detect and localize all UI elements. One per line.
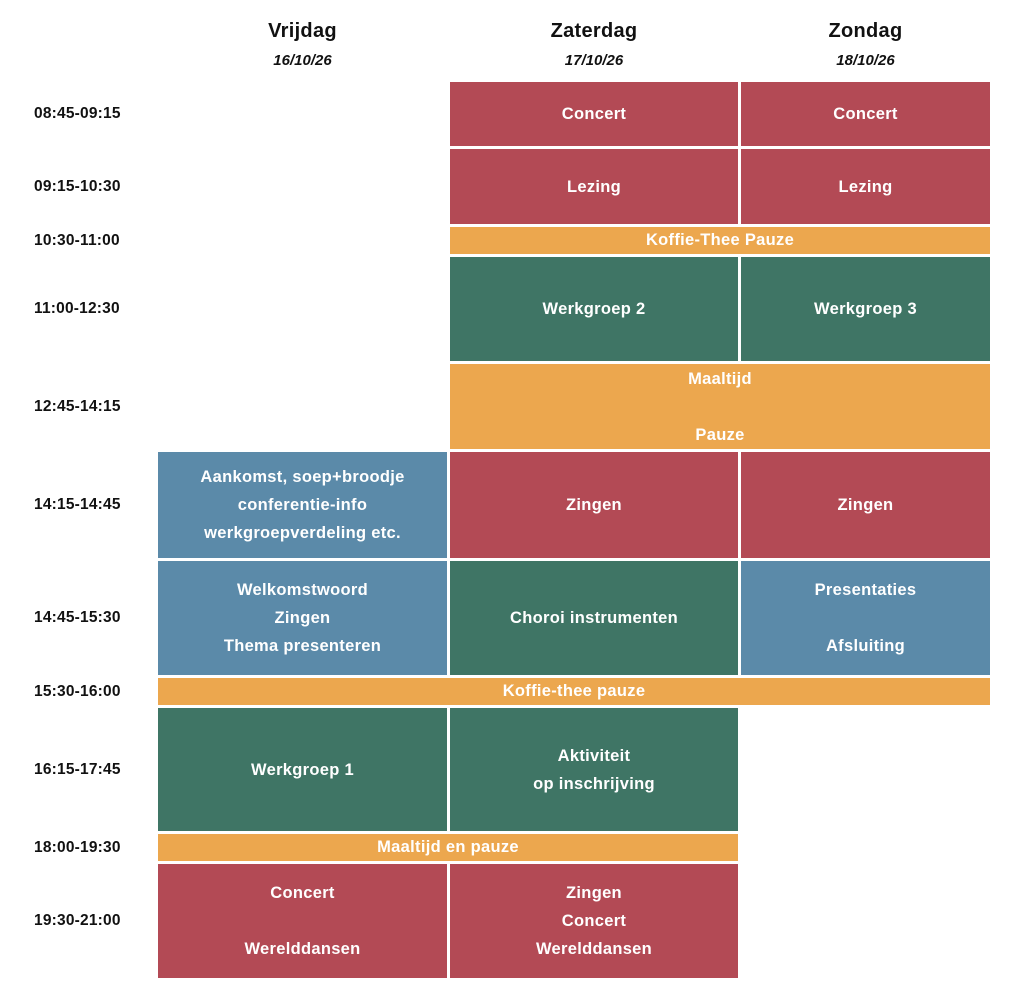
day-date: 16/10/26 [273, 52, 332, 69]
event-cell-sun-zingen: Zingen [741, 452, 990, 558]
event-line: Zingen [274, 609, 331, 627]
time-label-1030-1100: 10:30-11:00 [34, 231, 120, 249]
event-line: Werelddansen [535, 940, 653, 958]
event-line: Aankomst, soep+broodje [200, 468, 405, 486]
event-line: Choroi instrumenten [510, 609, 678, 627]
event-line: Concert [561, 912, 627, 930]
event-cell-aktiviteit: Aktiviteit op inschrijving [450, 708, 738, 831]
event-line: werkgroepverdeling etc. [204, 524, 401, 542]
event-cell-fri-avond: Concert Werelddansen [158, 864, 447, 978]
event-line: conferentie-info [237, 496, 368, 514]
day-name: Vrijdag [268, 20, 337, 42]
event-line: Werkgroep 2 [542, 300, 646, 318]
event-line: Concert [833, 105, 898, 123]
event-line: Lezing [566, 177, 622, 196]
time-label-1530-1600: 15:30-16:00 [34, 682, 121, 700]
event-line: Thema presenteren [223, 637, 382, 655]
day-date: 18/10/26 [836, 52, 895, 69]
event-cell-choroi: Choroi instrumenten [450, 561, 738, 675]
event-cell-werkgroep-1: Werkgroep 1 [158, 708, 447, 831]
event-line: Concert [561, 105, 627, 123]
event-line: Presentaties [814, 581, 917, 599]
event-line: Pauze [695, 425, 745, 444]
event-line: Koffie-thee pauze [502, 682, 646, 700]
time-label-0845-0915: 08:45-09:15 [34, 105, 121, 122]
event-cell-koffie-thee-middag: Koffie-thee pauze [158, 678, 990, 705]
event-cell-maaltijd-en-pauze: Maaltijd en pauze [158, 834, 738, 861]
event-line: Maaltijd [688, 369, 752, 388]
event-cell-presentaties: Presentaties Afsluiting [741, 561, 990, 675]
event-line: Werkgroep 3 [814, 300, 917, 318]
time-label-1445-1530: 14:45-15:30 [34, 609, 121, 626]
event-line: Koffie-Thee Pauze [645, 231, 795, 249]
event-cell-welkomstwoord: Welkomstwoord Zingen Thema presenteren [158, 561, 447, 675]
event-line: Zingen [837, 496, 894, 514]
day-name: Zaterdag [550, 20, 638, 42]
event-cell-sun-lezing: Lezing [741, 149, 990, 224]
event-line: op inschrijving [533, 774, 655, 793]
event-line: Zingen [566, 496, 622, 514]
day-header-vrijdag: Vrijdag 16/10/26 [158, 20, 447, 69]
event-cell-sat-lezing: Lezing [450, 149, 738, 224]
time-label-1930-2100: 19:30-21:00 [34, 912, 121, 929]
day-header-zondag: Zondag 18/10/26 [741, 20, 990, 69]
event-cell-aankomst: Aankomst, soep+broodje conferentie-info … [158, 452, 447, 558]
time-label-1245-1415: 12:45-14:15 [34, 397, 121, 415]
event-line: Werkgroep 1 [251, 760, 354, 779]
event-line: Afsluiting [825, 637, 906, 655]
event-cell-sun-concert-ochtend: Concert [741, 82, 990, 146]
event-line: Aktiviteit [557, 746, 631, 765]
event-cell-sat-zingen: Zingen [450, 452, 738, 558]
event-cell-werkgroep-3: Werkgroep 3 [741, 257, 990, 361]
event-line: Welkomstwoord [236, 581, 369, 599]
day-date: 17/10/26 [564, 52, 624, 69]
time-label-0915-1030: 09:15-10:30 [34, 177, 121, 195]
event-cell-sat-avond: Zingen Concert Werelddansen [450, 864, 738, 978]
event-cell-koffie-thee-ochtend: Koffie-Thee Pauze [450, 227, 990, 254]
event-cell-sat-concert-ochtend: Concert [450, 82, 738, 146]
event-line: Maaltijd en pauze [377, 838, 519, 856]
event-line: Concert [270, 884, 335, 902]
day-header-zaterdag: Zaterdag 17/10/26 [450, 20, 738, 69]
event-line: Lezing [838, 177, 893, 196]
day-name: Zondag [828, 20, 903, 42]
time-label-1100-1230: 11:00-12:30 [34, 300, 120, 317]
event-cell-maaltijd-pauze: Maaltijd Pauze [450, 364, 990, 449]
event-line: Werelddansen [244, 940, 361, 958]
time-label-1800-1930: 18:00-19:30 [34, 838, 121, 856]
time-label-1415-1445: 14:15-14:45 [34, 496, 121, 513]
event-line: Zingen [566, 884, 622, 902]
time-label-1615-1745: 16:15-17:45 [34, 760, 121, 778]
event-cell-werkgroep-2: Werkgroep 2 [450, 257, 738, 361]
